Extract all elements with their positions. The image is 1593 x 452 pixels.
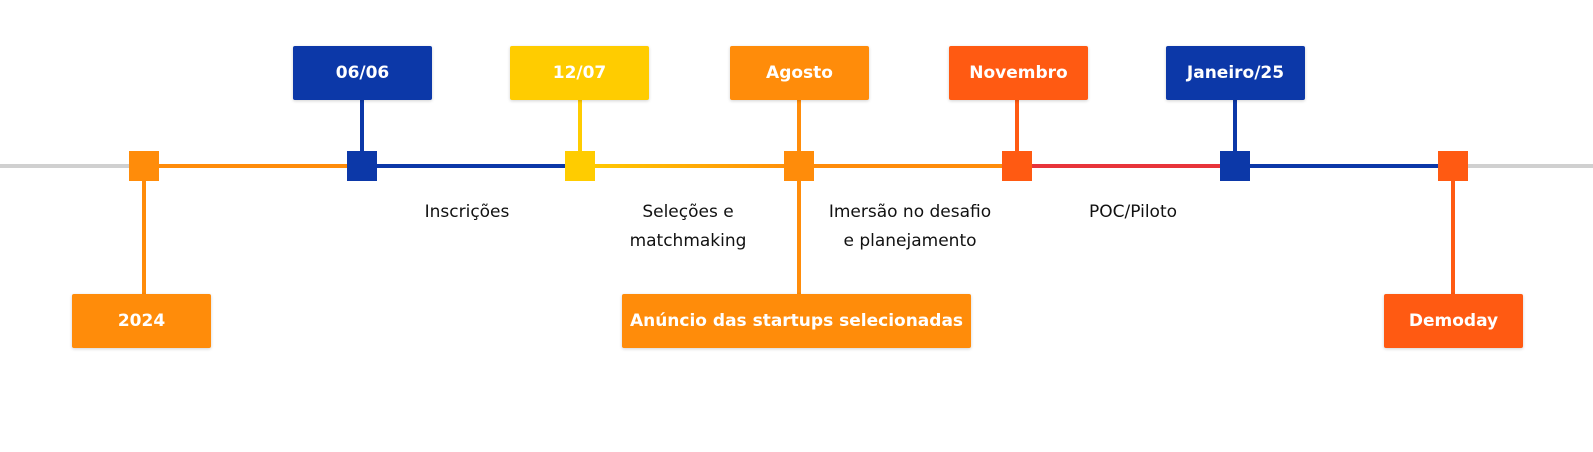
milestone-label-anuncio: Anúncio das startups selecionadas — [622, 294, 971, 348]
milestone-label-demoday: Demoday — [1384, 294, 1523, 348]
phase-selecoes-line: matchmaking — [629, 231, 747, 251]
phase-selecoes-line: Seleções e — [642, 202, 734, 222]
node-demoday — [1438, 151, 1468, 181]
milestone-label-agosto: Agosto — [730, 46, 869, 100]
phase-selecoes: Seleções e matchmaking — [568, 198, 808, 256]
node-janeiro25 — [1220, 151, 1250, 181]
phase-imersao-line: Imersão no desafio — [828, 202, 992, 222]
milestone-label-0606: 06/06 — [293, 46, 432, 100]
phase-imersao: Imersão no desafio e planejamento — [790, 198, 1030, 256]
node-agosto — [784, 151, 814, 181]
phase-inscricoes-line: Inscrições — [424, 202, 510, 222]
milestone-label-novembro: Novembro — [949, 46, 1088, 100]
milestone-label-2024: 2024 — [72, 294, 211, 348]
phase-poc-line: POC/Piloto — [1088, 202, 1178, 222]
node-2024 — [129, 151, 159, 181]
milestone-label-1207: 12/07 — [510, 46, 649, 100]
phase-inscricoes: Inscrições — [347, 198, 587, 227]
phase-imersao-line: e planejamento — [843, 231, 977, 251]
node-0606 — [347, 151, 377, 181]
phase-poc: POC/Piloto — [1013, 198, 1253, 227]
node-novembro — [1002, 151, 1032, 181]
milestone-label-janeiro25: Janeiro/25 — [1166, 46, 1305, 100]
node-1207 — [565, 151, 595, 181]
